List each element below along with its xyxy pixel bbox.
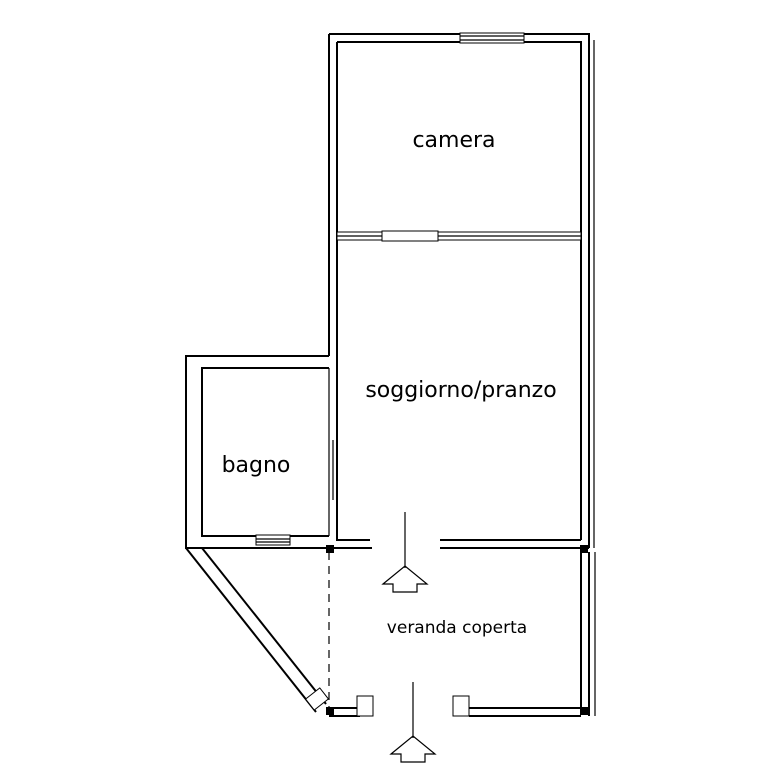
label-camera: camera: [412, 128, 495, 153]
column-marker: [326, 545, 334, 553]
veranda-pillar-left: [356, 695, 374, 717]
column-marker: [326, 707, 334, 715]
entry-arrow-bottom: [389, 682, 437, 763]
bagno-walls: [185, 355, 334, 549]
veranda-pillar-right: [452, 695, 470, 717]
entry-arrow-top: [381, 512, 429, 593]
column-marker: [580, 545, 588, 553]
camera-window: [459, 32, 525, 44]
bagno-window: [255, 534, 291, 546]
veranda-structure: [185, 545, 596, 717]
label-bagno: bagno: [222, 453, 291, 478]
column-marker: [580, 707, 588, 715]
main-block-walls: [328, 33, 595, 549]
label-veranda: veranda coperta: [387, 618, 527, 638]
label-soggiorno: soggiorno/pranzo: [365, 378, 556, 403]
partition-wall: [336, 230, 582, 242]
